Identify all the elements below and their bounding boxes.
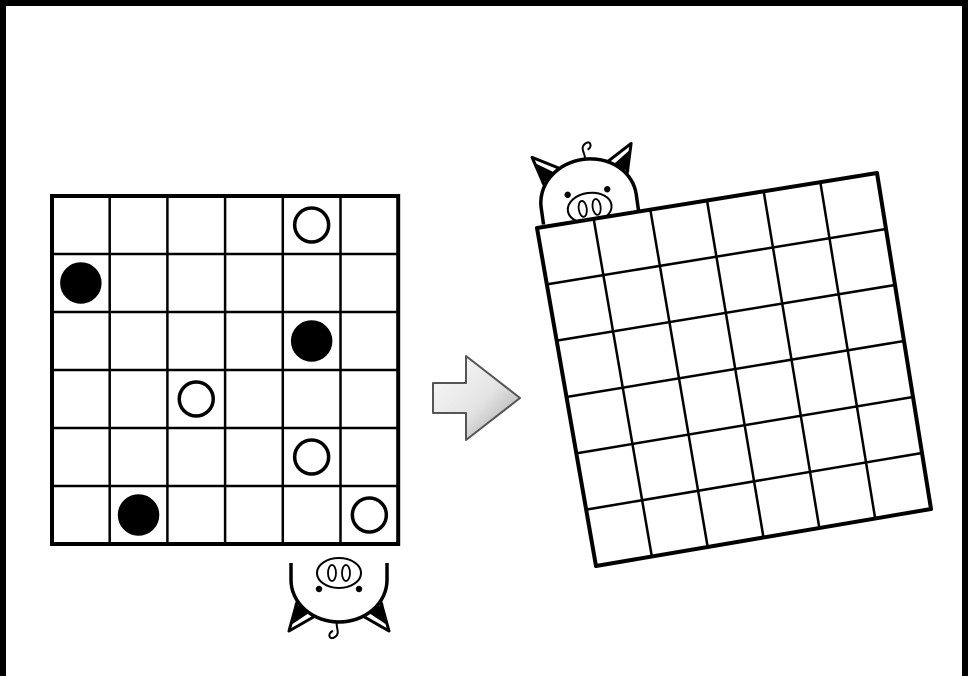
- black-piece: [62, 264, 100, 302]
- pig-face-icon-bottom: [289, 558, 389, 638]
- white-piece: [352, 498, 386, 532]
- right-arrow-icon: [433, 356, 520, 440]
- frame-right-border: [962, 0, 968, 676]
- frame-top-border: [0, 0, 968, 6]
- right-grid: [537, 173, 931, 566]
- left-grid: [52, 196, 398, 544]
- black-piece: [293, 322, 331, 360]
- white-piece: [295, 440, 329, 474]
- white-piece: [179, 382, 213, 416]
- frame-left-border: [0, 0, 6, 676]
- black-piece: [120, 496, 158, 534]
- white-piece: [295, 208, 329, 242]
